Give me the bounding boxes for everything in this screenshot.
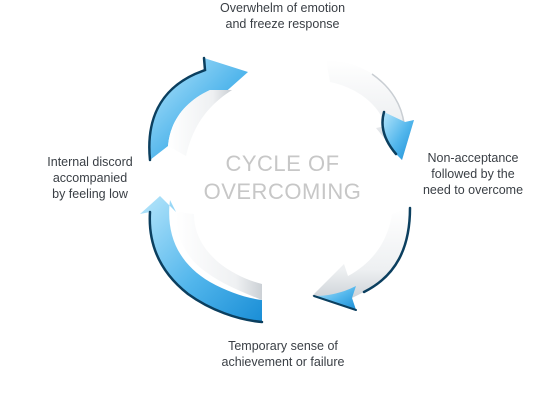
cycle-title-line2: OVERCOMING (203, 179, 362, 204)
stage-right-line1: Non-acceptance (427, 151, 519, 165)
cycle-title: CYCLE OF OVERCOMING (190, 150, 375, 206)
stage-bottom-line2: achievement or failure (221, 355, 345, 369)
stage-left-line1: Internal discord (47, 155, 133, 169)
stage-right-line2: followed by the (431, 167, 515, 181)
stage-label-right: Non-acceptance followed by the need to o… (412, 150, 534, 198)
stage-top-line1: Overwhelm of emotion (219, 1, 346, 15)
cycle-title-line1: CYCLE OF (225, 151, 340, 176)
stage-bottom-line1: Temporary sense of (228, 339, 338, 353)
arrow-top-right (326, 60, 414, 160)
stage-label-left: Internal discord accompanied by feeling … (34, 154, 146, 202)
stage-right-line3: need to overcome (422, 183, 524, 197)
stage-label-top: Overwhelm of emotion and freeze response (200, 0, 365, 32)
arrow-bottom-right (312, 206, 412, 311)
stage-left-line3: by feeling low (52, 187, 128, 201)
arrow-top-left (148, 56, 248, 162)
stage-top-line2: and freeze response (225, 17, 340, 31)
stage-left-line2: accompanied (52, 171, 128, 185)
arrow-bottom-left (140, 196, 264, 324)
stage-label-bottom: Temporary sense of achievement or failur… (198, 338, 368, 370)
